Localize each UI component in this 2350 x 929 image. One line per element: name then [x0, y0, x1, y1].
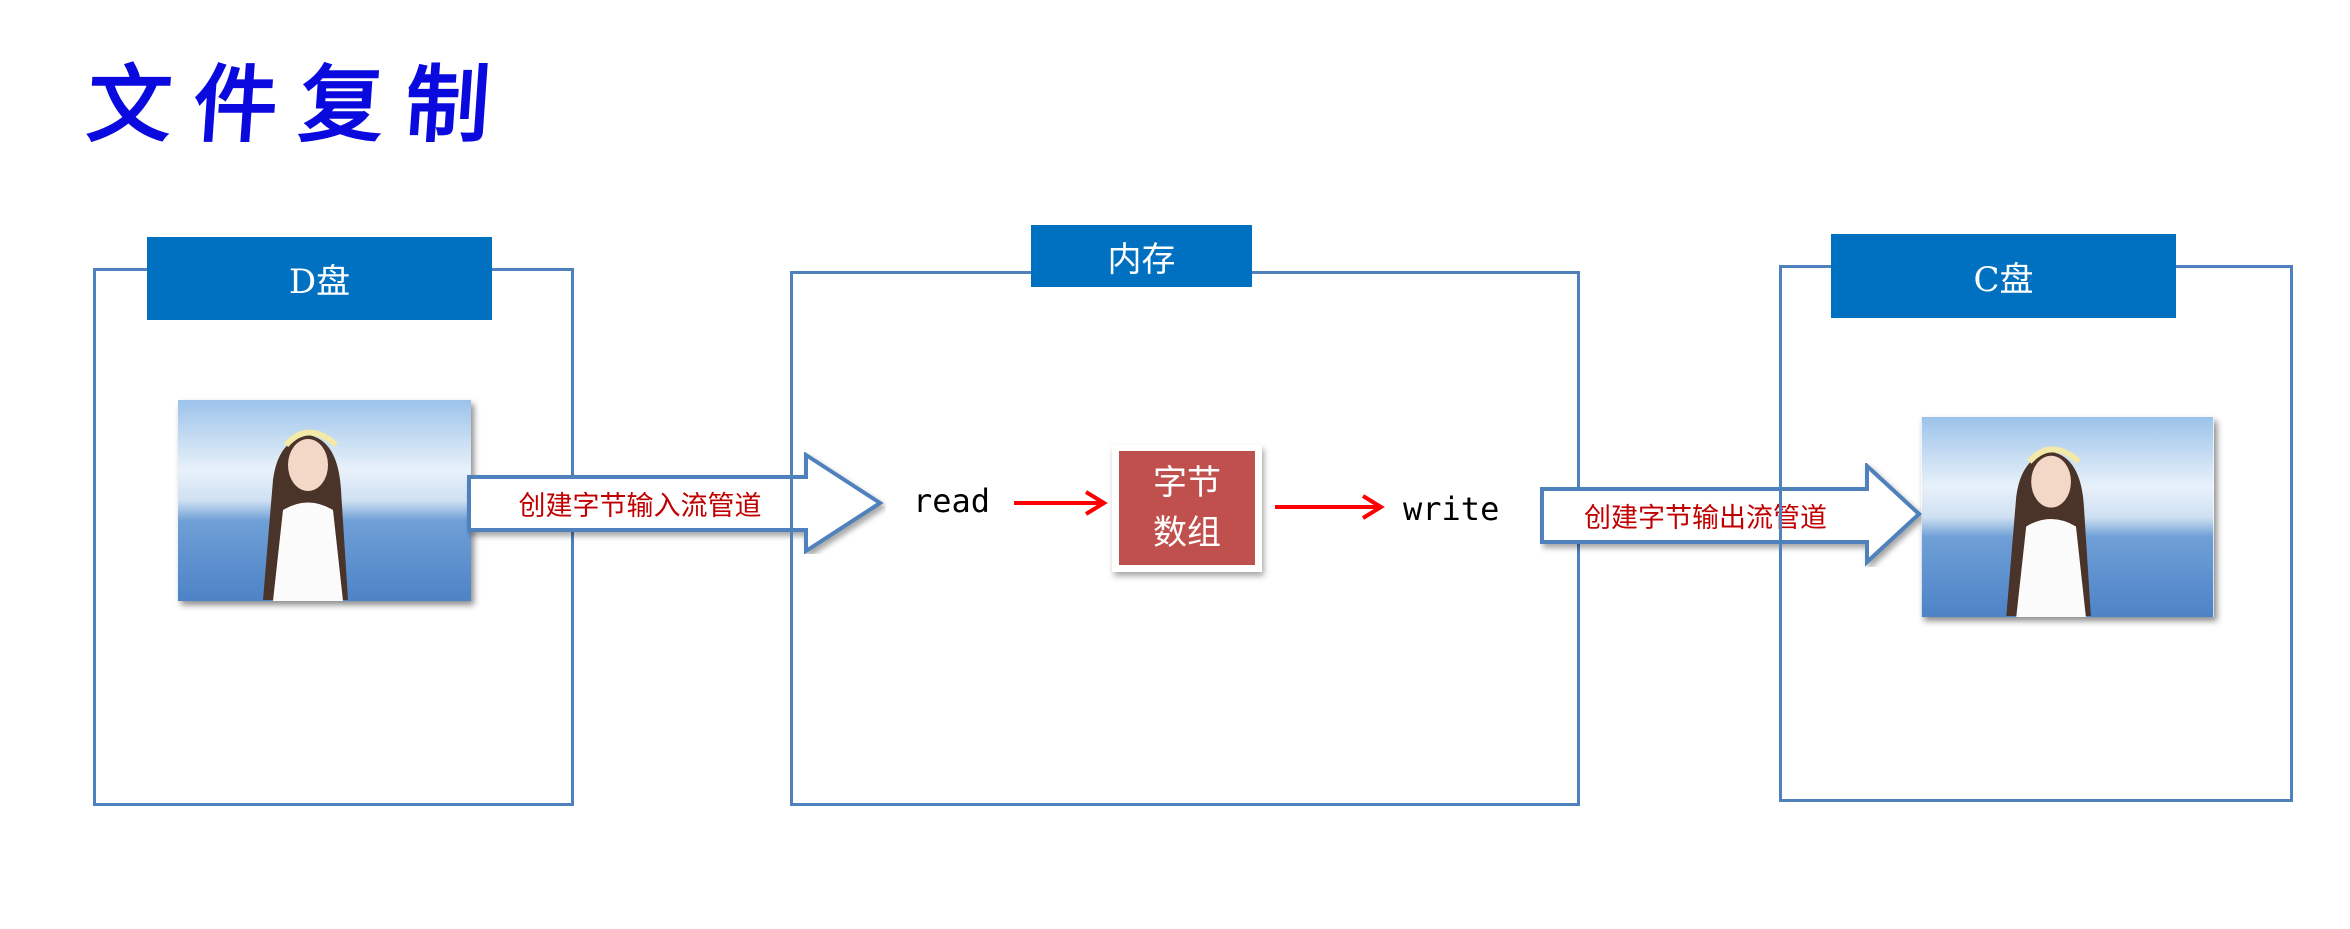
output-arrow-label: 创建字节输出流管道	[1584, 503, 1827, 534]
d-drive-photo	[178, 400, 471, 601]
output-stream-arrow	[1540, 463, 1922, 567]
input-stream-arrow	[467, 452, 884, 554]
byte-array-line2: 数组	[1153, 513, 1221, 553]
input-arrow-label: 创建字节输入流管道	[518, 491, 762, 522]
d-drive-header: D盘	[147, 237, 492, 320]
page-title: 文件复制	[84, 56, 515, 154]
c-drive-header: C盘	[1831, 234, 2176, 318]
read-arrow	[1014, 490, 1108, 516]
read-label: read	[913, 482, 991, 520]
write-label: write	[1403, 490, 1500, 528]
photo-image-icon	[1921, 417, 2214, 617]
byte-array-line1: 字节	[1153, 463, 1221, 503]
write-arrow	[1275, 494, 1385, 520]
byte-array-box: 字节 数组	[1112, 445, 1262, 572]
memory-header: 内存	[1031, 225, 1252, 287]
c-drive-photo	[1921, 417, 2214, 617]
photo-image-icon	[178, 400, 471, 601]
